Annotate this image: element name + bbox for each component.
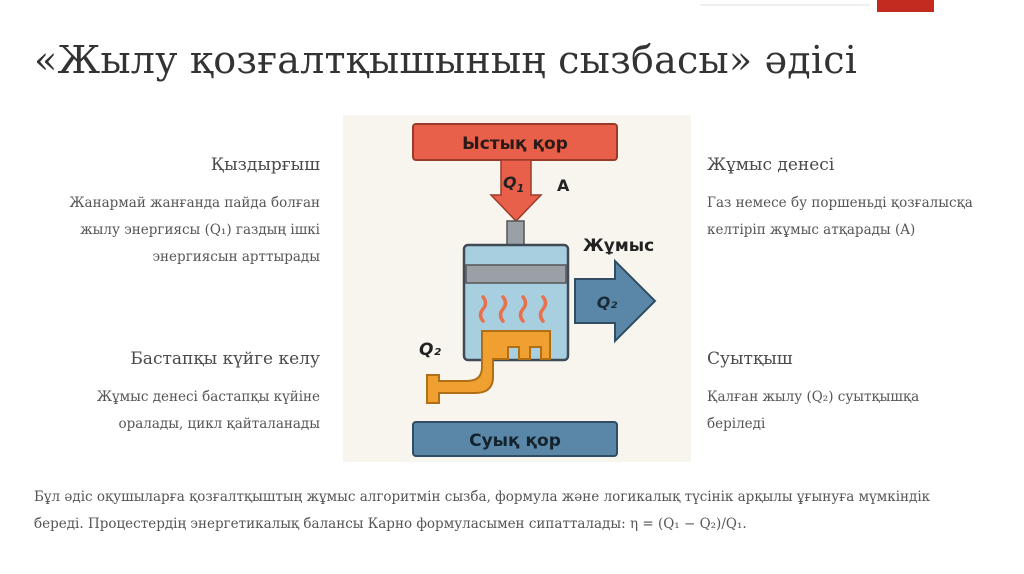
work-label: Жұмыс	[583, 236, 654, 256]
return-text: Жұмыс денесі бастапқы күйіне оралады, ци…	[20, 384, 320, 438]
heater-line: Жанармай жанғанда пайда болған	[69, 195, 320, 211]
working-body-line: Газ немесе бу поршеньді қозғалысқа	[707, 195, 973, 211]
footer-text: Бұл әдіс оқушыларға қозғалтқыштың жұмыс …	[34, 484, 994, 538]
heat-engine-diagram: Ыстық қор Q1 A Q₂ Жұмыс Q₂ Суық қор	[343, 115, 691, 462]
cooler-line: беріледі	[707, 416, 766, 432]
return-line: оралады, цикл қайталанады	[118, 416, 320, 432]
heater-text: Жанармай жанғанда пайда болған жылу энер…	[20, 190, 320, 271]
heat-wave-icon	[538, 295, 548, 323]
cold-reservoir-block	[412, 421, 618, 457]
slide-title: «Жылу қозғалтқышының сызбасы» әдісі	[34, 38, 858, 82]
q2-exhaust-label: Q₂	[419, 340, 441, 360]
heater-line: жылу энергиясы (Q₁) газдың ішкі	[80, 222, 320, 238]
cold-reservoir-label: Суық қор	[469, 431, 561, 451]
heater-line: энергиясын арттырады	[152, 249, 321, 265]
heat-engine-svg: Ыстық қор Q1 A Q₂ Жұмыс Q₂ Суық қор	[412, 123, 657, 457]
heat-wave-icon	[498, 295, 508, 323]
q2-output-arrow	[574, 258, 657, 344]
top-decoration-line	[700, 4, 870, 6]
working-body-text: Газ немесе бу поршеньді қозғалысқа келті…	[707, 190, 1007, 244]
return-line: Жұмыс денесі бастапқы күйіне	[96, 389, 320, 405]
piston-head	[465, 264, 567, 284]
cooler-line: Қалған жылу (Q₂) суытқышқа	[707, 389, 920, 405]
cooler-text: Қалған жылу (Q₂) суытқышқа беріледі	[707, 384, 1007, 438]
q1-subscript: 1	[517, 182, 525, 195]
q1-label: Q1	[503, 173, 524, 195]
heat-wave-icon	[518, 295, 528, 323]
q1-arrow	[489, 159, 543, 223]
q1-symbol: Q	[503, 173, 517, 192]
footer-line: береді. Процестердің энергетикалық балан…	[34, 516, 747, 532]
working-body-line: келтіріп жұмыс атқарады (A)	[707, 222, 916, 238]
a-label: A	[557, 176, 570, 195]
accent-bar	[877, 0, 934, 12]
hot-reservoir-label: Ыстық қор	[462, 134, 568, 154]
footer-line: Бұл әдіс оқушыларға қозғалтқыштың жұмыс …	[34, 489, 931, 505]
exhaust-pipe	[426, 330, 551, 404]
heater-heading: Қыздырғыш	[210, 155, 320, 175]
working-body-heading: Жұмыс денесі	[707, 155, 835, 175]
heat-wave-icon	[478, 295, 488, 323]
return-heading: Бастапқы күйге келу	[130, 349, 320, 369]
cooler-heading: Суытқыш	[707, 349, 793, 369]
q2-arrow-label: Q₂	[597, 293, 618, 312]
